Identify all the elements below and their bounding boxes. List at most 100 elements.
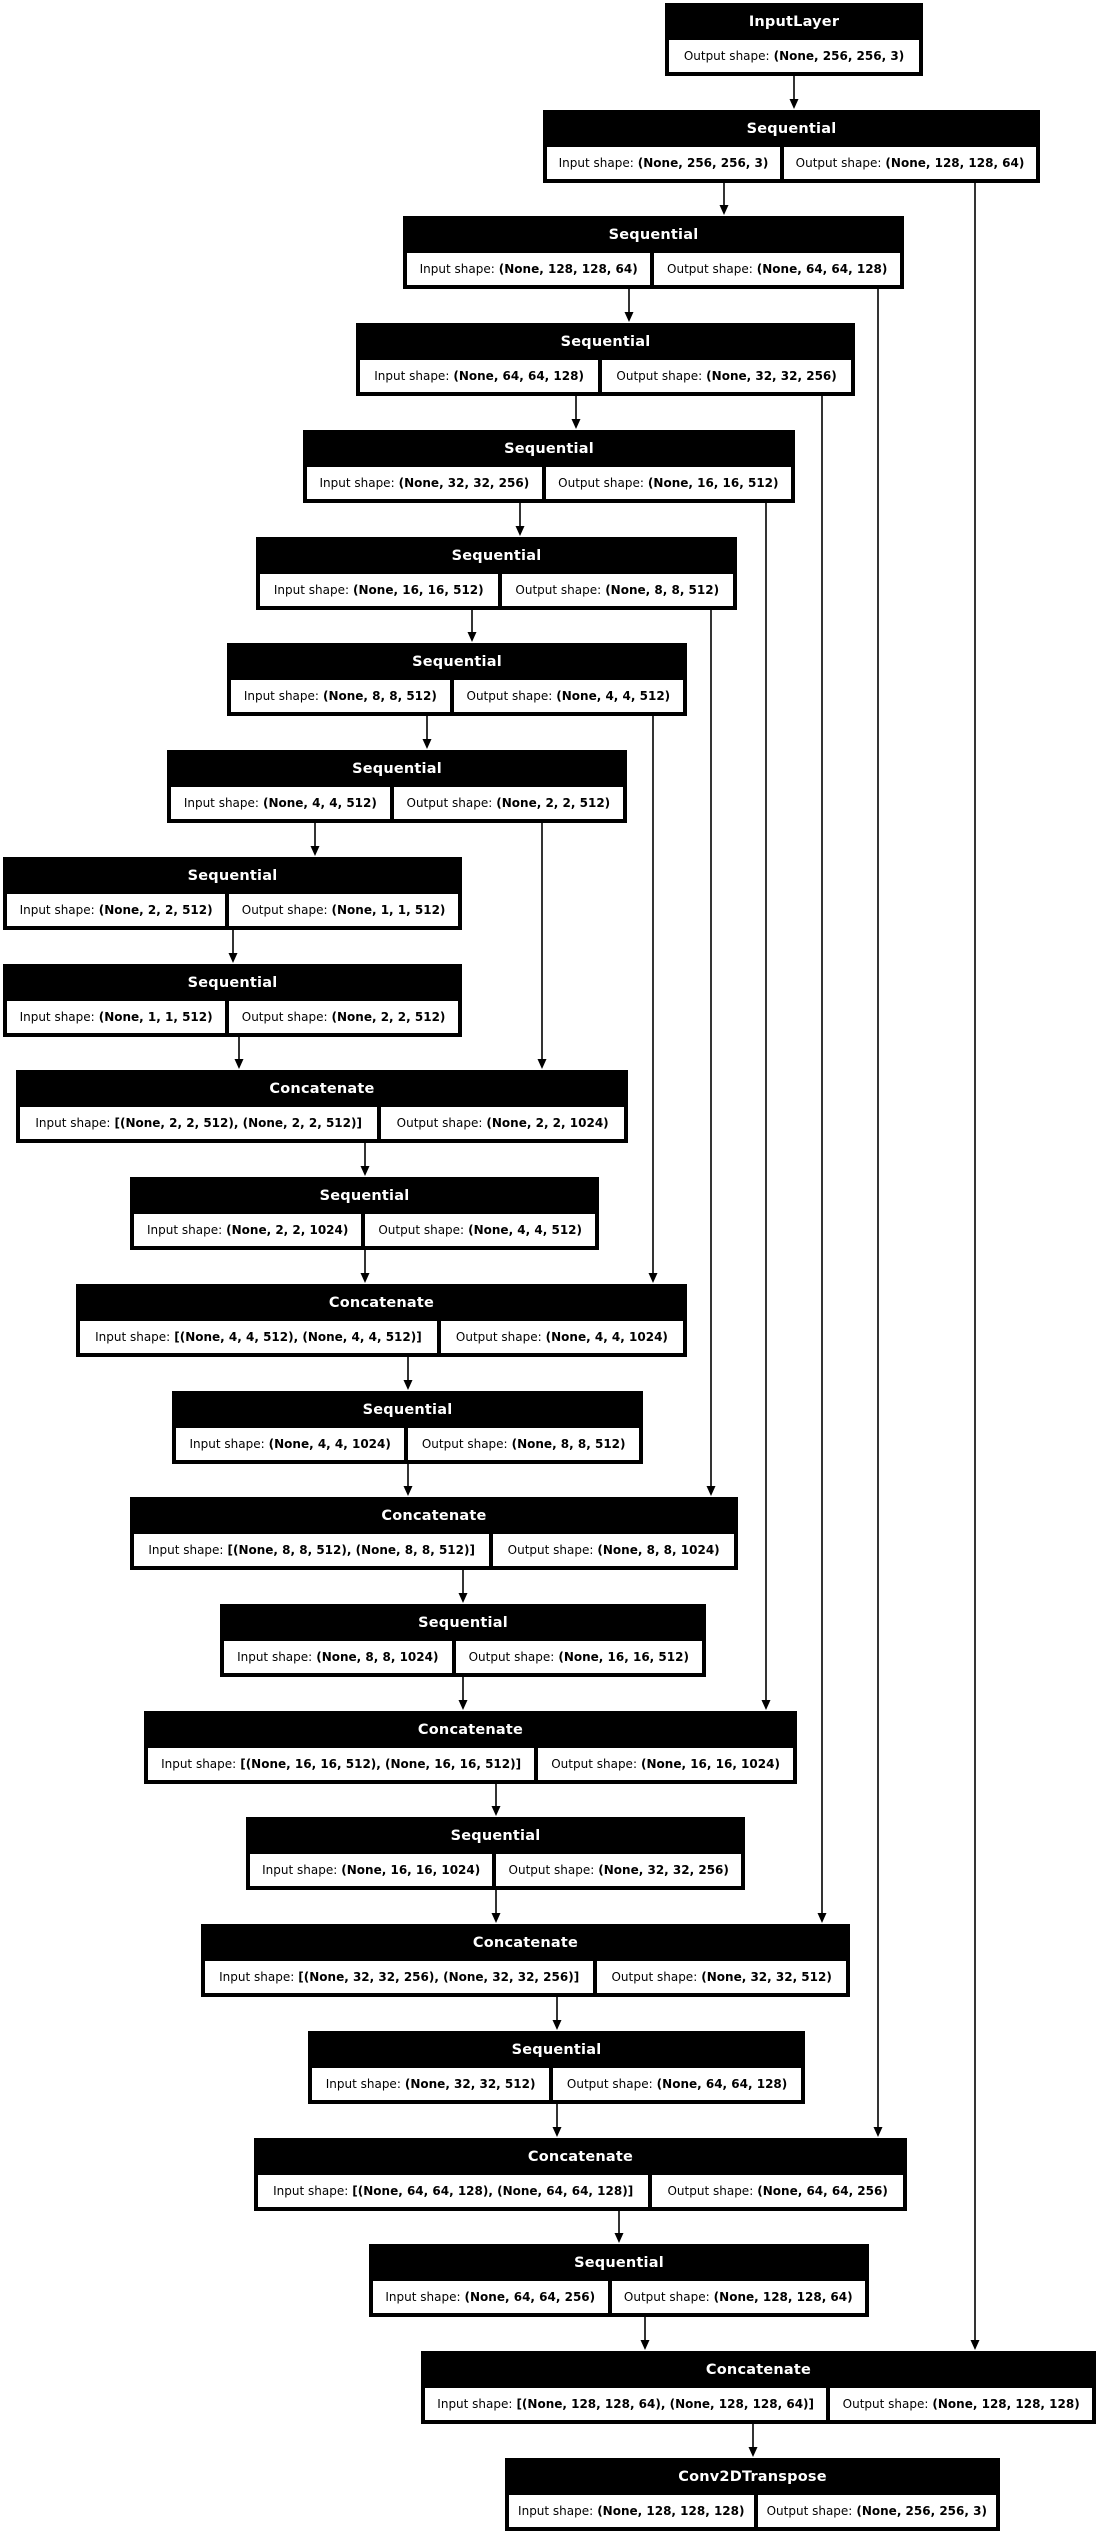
arrowhead-icon <box>873 2127 883 2137</box>
node-output-shape-cell: Output shape: (None, 128, 128, 64) <box>611 2281 866 2313</box>
arrowhead-icon <box>467 632 477 642</box>
output-shape-label: Output shape: <box>515 583 602 597</box>
node-sequential-n8: Sequential Input shape: (None, 4, 4, 512… <box>167 750 627 823</box>
input-shape-value: (None, 256, 256, 3) <box>637 156 769 170</box>
arrowhead-icon <box>310 846 320 856</box>
output-shape-value: (None, 32, 32, 512) <box>701 1970 832 1984</box>
output-shape-value: (None, 32, 32, 256) <box>706 369 837 383</box>
node-title: Sequential <box>560 334 651 350</box>
output-shape-value: (None, 256, 256, 3) <box>773 49 905 63</box>
output-shape-label: Output shape: <box>455 1330 542 1344</box>
arrowhead-icon <box>515 526 525 536</box>
node-title: Conv2DTranspose <box>678 2469 827 2485</box>
output-shape-label: Output shape: <box>551 1757 637 1771</box>
output-shape-value: (None, 128, 128, 64) <box>885 156 1025 170</box>
output-shape-label: Output shape: <box>616 369 703 383</box>
output-shape-label: Output shape: <box>667 262 753 276</box>
output-shape-label: Output shape: <box>766 2504 853 2518</box>
input-shape-value: [(None, 2, 2, 512), (None, 2, 2, 512)] <box>114 1116 362 1130</box>
node-sequential-n10: Sequential Input shape: (None, 1, 1, 512… <box>3 964 462 1037</box>
node-output-shape-cell: Output shape: (None, 2, 2, 512) <box>229 1001 458 1033</box>
node-input-shape-cell: Input shape: [(None, 32, 32, 256), (None… <box>205 1961 594 1993</box>
input-shape-value: (None, 128, 128, 64) <box>498 262 638 276</box>
input-shape-label: Input shape: <box>385 2290 461 2304</box>
input-shape-value: (None, 4, 4, 512) <box>262 796 377 810</box>
arrowhead-icon <box>491 1913 501 1923</box>
input-shape-label: Input shape: <box>183 796 259 810</box>
node-shape-cells: Input shape: (None, 128, 128, 128) Outpu… <box>509 2495 997 2527</box>
node-title: Sequential <box>574 2255 664 2271</box>
input-shape-value: [(None, 32, 32, 256), (None, 32, 32, 256… <box>298 1970 580 1984</box>
node-input-shape-cell: Input shape: (None, 128, 128, 64) <box>407 253 651 285</box>
node-sequential-n4: Sequential Input shape: (None, 64, 64, 1… <box>356 323 855 396</box>
input-shape-label: Input shape: <box>273 2184 349 2198</box>
arrowhead-icon <box>789 99 799 109</box>
output-shape-label: Output shape: <box>421 1437 508 1451</box>
input-shape-label: Input shape: <box>237 1650 313 1664</box>
input-shape-label: Input shape: <box>148 1543 224 1557</box>
arrowhead-icon <box>458 1593 468 1603</box>
output-shape-value: (None, 64, 64, 128) <box>756 262 888 276</box>
node-output-shape-cell: Output shape: (None, 4, 4, 512) <box>453 680 683 712</box>
arrowhead-icon <box>571 419 581 429</box>
input-shape-label: Input shape: <box>262 1863 338 1877</box>
node-output-shape-cell: Output shape: (None, 8, 8, 512) <box>501 574 733 606</box>
node-shape-cells: Input shape: (None, 16, 16, 1024) Output… <box>250 1854 742 1886</box>
node-title: Sequential <box>412 654 502 670</box>
input-shape-value: [(None, 16, 16, 512), (None, 16, 16, 512… <box>240 1757 522 1771</box>
node-sequential-n18: Sequential Input shape: (None, 16, 16, 1… <box>246 1817 745 1890</box>
node-title: Sequential <box>746 121 837 137</box>
node-output-shape-cell: Output shape: (None, 64, 64, 128) <box>553 2068 801 2100</box>
input-shape-label: Input shape: <box>95 1330 171 1344</box>
node-input-shape-cell: Input shape: (None, 128, 128, 128) <box>509 2495 754 2527</box>
node-sequential-n6: Sequential Input shape: (None, 16, 16, 5… <box>256 537 737 610</box>
node-shape-cells: Input shape: (None, 16, 16, 512) Output … <box>260 574 733 606</box>
node-title: Sequential <box>511 2042 602 2058</box>
node-output-shape-cell: Output shape: (None, 32, 32, 256) <box>602 360 851 392</box>
input-shape-label: Input shape: <box>146 1223 223 1237</box>
node-concatenate-n21: Concatenate Input shape: [(None, 64, 64,… <box>254 2138 907 2211</box>
node-shape-cells: Input shape: [(None, 32, 32, 256), (None… <box>205 1961 846 1993</box>
output-shape-label: Output shape: <box>406 796 493 810</box>
node-sequential-n5: Sequential Input shape: (None, 32, 32, 2… <box>303 430 795 503</box>
input-shape-label: Input shape: <box>273 583 350 597</box>
node-output-shape-cell: Output shape: (None, 64, 64, 128) <box>654 253 901 285</box>
output-shape-label: Output shape: <box>842 2397 929 2411</box>
node-output-shape-cell: Output shape: (None, 32, 32, 256) <box>496 1854 742 1886</box>
input-shape-label: Input shape: <box>243 689 319 703</box>
node-output-shape-cell: Output shape: (None, 4, 4, 512) <box>365 1214 595 1246</box>
node-output-shape-cell: Output shape: (None, 128, 128, 64) <box>784 147 1037 179</box>
output-shape-label: Output shape: <box>508 1863 595 1877</box>
node-title: Sequential <box>362 1402 453 1418</box>
node-sequential-n22: Sequential Input shape: (None, 64, 64, 2… <box>369 2244 869 2317</box>
arrowhead-icon <box>640 2340 650 2350</box>
output-shape-label: Output shape: <box>468 1650 555 1664</box>
node-sequential-n12: Sequential Input shape: (None, 2, 2, 102… <box>130 1177 599 1250</box>
node-shape-cells: Input shape: [(None, 8, 8, 512), (None, … <box>134 1534 734 1566</box>
output-shape-label: Output shape: <box>466 689 553 703</box>
output-shape-value: (None, 16, 16, 512) <box>647 476 779 490</box>
output-shape-value: (None, 4, 4, 512) <box>556 689 671 703</box>
output-shape-label: Output shape: <box>241 1010 328 1024</box>
node-output-shape-cell: Output shape: (None, 2, 2, 1024) <box>381 1107 624 1139</box>
node-input-shape-cell: Input shape: [(None, 8, 8, 512), (None, … <box>134 1534 490 1566</box>
input-shape-label: Input shape: <box>219 1970 295 1984</box>
node-title: Concatenate <box>417 1722 524 1738</box>
node-input-shape-cell: Input shape: (None, 256, 256, 3) <box>547 147 781 179</box>
input-shape-value: (None, 16, 16, 1024) <box>341 1863 481 1877</box>
node-shape-cells: Input shape: [(None, 128, 128, 64), (Non… <box>425 2388 1093 2420</box>
arrowhead-icon <box>761 1700 771 1710</box>
output-shape-value: (None, 16, 16, 1024) <box>641 1757 780 1771</box>
output-shape-value: (None, 1, 1, 512) <box>331 903 446 917</box>
input-shape-label: Input shape: <box>325 2077 401 2091</box>
node-concatenate-n15: Concatenate Input shape: [(None, 8, 8, 5… <box>130 1497 738 1570</box>
arrowhead-icon <box>624 312 634 322</box>
node-shape-cells: Input shape: (None, 32, 32, 256) Output … <box>307 467 791 499</box>
node-shape-cells: Input shape: (None, 8, 8, 512) Output sh… <box>231 680 683 712</box>
node-output-shape-cell: Output shape: (None, 32, 32, 512) <box>597 1961 846 1993</box>
node-shape-cells: Input shape: (None, 64, 64, 256) Output … <box>373 2281 866 2313</box>
arrowhead-icon <box>537 1059 547 1069</box>
node-concatenate-n19: Concatenate Input shape: [(None, 32, 32,… <box>201 1924 850 1997</box>
output-shape-label: Output shape: <box>558 476 644 490</box>
